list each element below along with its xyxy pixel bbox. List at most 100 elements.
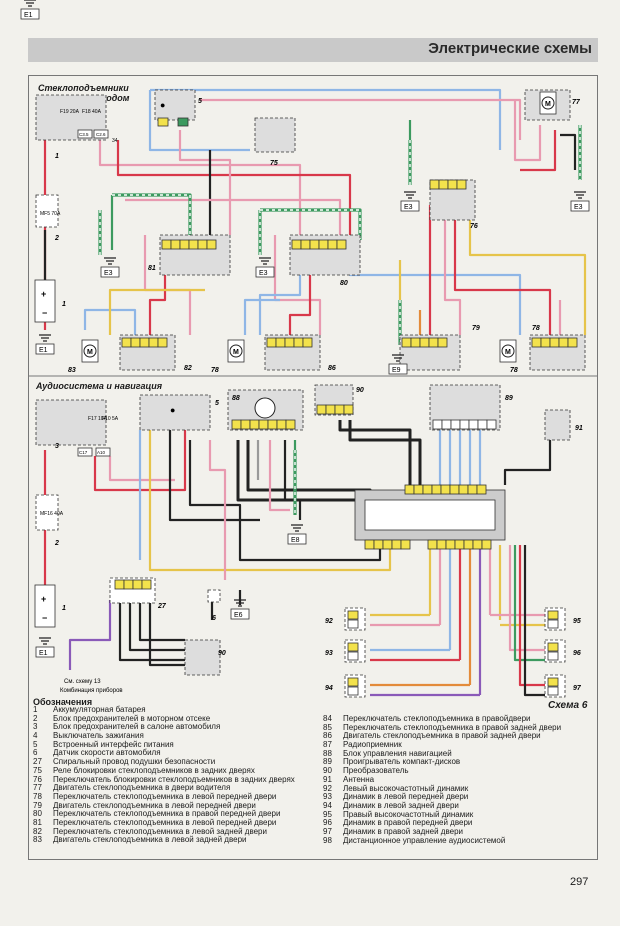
component-number: 83: [68, 367, 76, 374]
cd89-pin: [459, 419, 470, 430]
legend-item-number: 76: [33, 774, 42, 784]
legend-item-text: Спиральный провод подушки безопасности: [53, 757, 216, 767]
wire: [138, 600, 185, 642]
battery-minus: −: [42, 308, 47, 318]
cd89-pin: [441, 419, 452, 430]
conv90-pin: [316, 404, 327, 415]
speaker-pin: [347, 642, 359, 652]
ground-label-box: [570, 200, 590, 212]
radio-bot-r-pin: [454, 539, 465, 550]
wire-layer: [43, 88, 587, 697]
wire: [178, 130, 232, 235]
sw82-pin: [148, 337, 159, 348]
sw76-pin: [429, 179, 440, 190]
fuse-label: F18 40A: [82, 109, 102, 115]
interface-5: [154, 89, 196, 121]
component-number: 5: [215, 400, 219, 407]
ground-label-box: [287, 533, 307, 545]
cd89-pin: [486, 419, 497, 430]
wire: [68, 600, 112, 670]
wire: [503, 440, 552, 485]
wire: [128, 600, 185, 652]
radio-bot-l-pin: [373, 539, 384, 550]
instrument-note: Комбинация приборов: [60, 688, 123, 694]
sw81-pin: [197, 239, 208, 250]
ground-label-box: [35, 343, 55, 355]
page-header: Электрические схемы: [28, 38, 598, 62]
legend-item-number: 93: [323, 792, 332, 802]
motor-letter: M: [233, 349, 239, 356]
legend-item-text: Динамик в левой задней двери: [343, 800, 459, 810]
sw78-pin: [540, 337, 551, 348]
legend-item-number: 81: [33, 817, 42, 827]
component-number: 94: [325, 685, 333, 692]
legend-item-text: Преобразователь: [343, 766, 409, 776]
speaker-pin: [547, 619, 559, 629]
radio-bot-r-pin: [481, 539, 492, 550]
legend-item-text: Дистанционное управление аудиосистемой: [343, 835, 506, 845]
motor-symbol: [83, 344, 97, 358]
legend-item-number: 4: [33, 731, 38, 741]
ground-symbol: [39, 637, 51, 645]
wire: [243, 298, 280, 335]
component-number: 80: [340, 280, 348, 287]
legend-item-text: Антенна: [343, 774, 375, 784]
speaker-pin: [347, 686, 359, 696]
legend-item-number: 77: [33, 783, 42, 793]
ground-symbol: [404, 191, 416, 199]
conn-pin: [157, 117, 169, 127]
radio-top-pin: [413, 484, 424, 495]
sw84-pin: [419, 337, 430, 348]
sw78-pin: [549, 337, 560, 348]
legend-item-text: Реле блокировки стеклоподъемников в задн…: [53, 765, 255, 775]
page-header-title: Электрические схемы: [428, 40, 592, 57]
component-number: 86: [328, 365, 336, 372]
battery-plus: +: [41, 594, 46, 604]
section-title-audio: Аудиосистема и навигация: [36, 381, 163, 391]
wire: [108, 456, 175, 482]
radio-bot-r-pin: [445, 539, 456, 550]
legend-item-number: 2: [33, 713, 38, 723]
wire: [188, 440, 382, 562]
radio-bot-l-pin: [364, 539, 375, 550]
wire: [283, 440, 302, 520]
component-number: 75: [270, 160, 278, 167]
ground-label-box: [255, 266, 275, 278]
wire: [148, 430, 392, 572]
legend-item-text: Левый высокочастотный динамик: [343, 783, 469, 793]
ground-symbol: [234, 599, 246, 607]
ground-label: E1: [39, 347, 48, 354]
legend-item-number: 85: [323, 722, 332, 732]
radio-bot-l-pin: [400, 539, 411, 550]
wire: [208, 440, 227, 580]
ground-label: E8: [291, 537, 300, 544]
speaker-pin: [347, 619, 359, 629]
wire: [453, 205, 552, 335]
sw82-pin: [139, 337, 150, 348]
legend-item-number: 91: [323, 774, 332, 784]
sw85-pin: [266, 337, 277, 348]
legend-item-text: Переключатель стеклоподъемника в левой п…: [53, 791, 277, 801]
fuse-label: MF5 70A: [40, 211, 61, 217]
battery-1: [34, 279, 56, 323]
wire: [98, 140, 302, 235]
battery-plus: +: [41, 289, 46, 299]
legend-item-number: 3: [33, 722, 38, 732]
legend-item-number: 92: [323, 783, 332, 793]
radio-top-pin: [422, 484, 433, 495]
component-number: 2: [54, 235, 59, 242]
speaker-pin: [547, 677, 559, 687]
conv90-pin: [325, 404, 336, 415]
motor-letter: M: [87, 349, 93, 356]
interface-icon: ●: [160, 100, 165, 110]
wire: [168, 430, 260, 522]
component-number: 5: [198, 98, 202, 105]
